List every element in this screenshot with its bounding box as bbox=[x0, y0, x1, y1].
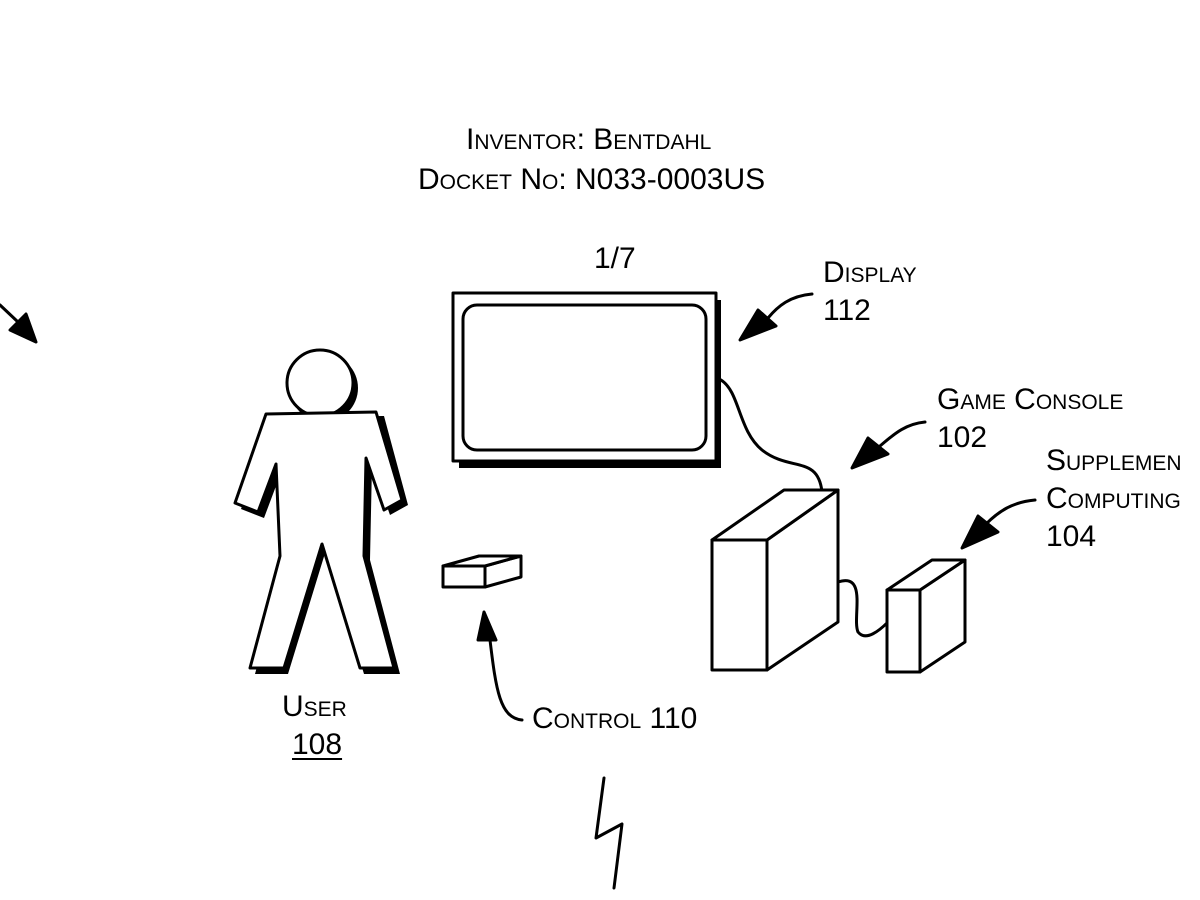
user-label: User 108 bbox=[282, 688, 347, 764]
game-console-name: Game Console bbox=[937, 383, 1124, 416]
game-console-pointer-arrow-icon bbox=[850, 420, 927, 470]
supplemental-label: Supplemen Computing 104 bbox=[1046, 442, 1182, 556]
display-name: Display bbox=[823, 256, 917, 289]
console-cable bbox=[836, 579, 890, 638]
offpage-arrow-icon bbox=[0, 303, 38, 344]
sheet-number: 1/7 bbox=[594, 242, 636, 275]
display-cable bbox=[719, 378, 824, 494]
lightning-bolt-icon bbox=[594, 776, 624, 890]
supplemental-computing-icon bbox=[885, 558, 967, 674]
docket-line: Docket No: N033-0003US bbox=[418, 163, 766, 196]
display-ref: 112 bbox=[823, 294, 871, 327]
user-ref: 108 bbox=[292, 728, 343, 761]
control-label: Control 110 bbox=[532, 702, 698, 735]
user-figure-icon bbox=[233, 348, 404, 670]
control-pointer-arrow-icon bbox=[476, 610, 524, 722]
game-console-label: Game Console 102 bbox=[937, 381, 1123, 457]
supplemental-name-line2: Computing bbox=[1046, 482, 1181, 515]
supplemental-pointer-arrow-icon bbox=[960, 498, 1037, 550]
supplemental-name-line1: Supplemen bbox=[1046, 444, 1182, 477]
game-console-icon bbox=[710, 488, 840, 672]
display-label: Display 112 bbox=[823, 254, 917, 330]
inventor-line: Inventor: Bentdahl bbox=[466, 123, 712, 156]
supplemental-ref: 104 bbox=[1046, 520, 1097, 553]
controller-icon bbox=[441, 554, 523, 589]
user-name: User bbox=[282, 690, 347, 723]
game-console-ref: 102 bbox=[937, 421, 988, 454]
display-monitor-icon bbox=[451, 291, 721, 468]
display-pointer-arrow-icon bbox=[738, 292, 814, 342]
